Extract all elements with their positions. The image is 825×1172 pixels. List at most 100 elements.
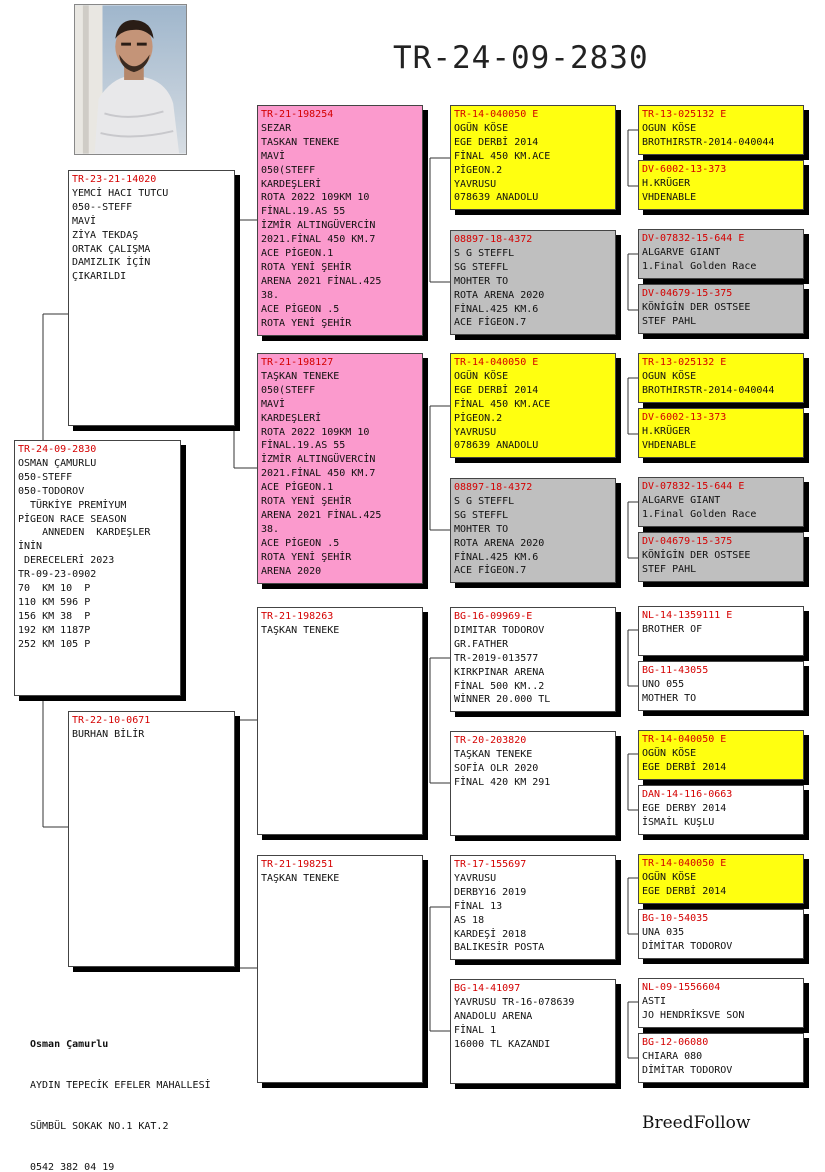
card-line: EGE DERBY 2014 (642, 802, 727, 814)
card-line: ALGARVE GIANT (642, 246, 721, 258)
ring-number: TR-21-198254 (261, 109, 334, 120)
ring-number: TR-20-203820 (454, 735, 527, 746)
card-line: 050-STEFF (18, 471, 73, 483)
card-line: TR-09-23-0902 (18, 569, 97, 581)
ring-number: TR-14-040050 E (454, 357, 539, 368)
ring-number: TR-14-040050 E (454, 109, 539, 120)
card-line: MOHTER TO (454, 523, 509, 535)
ring-number: TR-14-040050 E (642, 858, 727, 869)
card-line: ZİYA TEKDAŞ (72, 229, 139, 241)
card-line: FİNAL 450 KM.ACE (454, 398, 551, 410)
card-line: YAVRUSU (454, 178, 497, 190)
card-line: ROTA YENİ ŞEHİR (261, 551, 352, 563)
card-line: MOTHER TO (642, 692, 697, 704)
ring-number: DV-6002-13-373 (642, 412, 727, 423)
card-line: S G STEFFL (454, 495, 515, 507)
card-line: EGE DERBİ 2014 (454, 384, 539, 396)
card-line: OGUN KÖSE (642, 370, 697, 382)
card-line: YAVRUSU (454, 426, 497, 438)
card-line: DİMİTAR TODOROV (642, 1064, 733, 1076)
card-line: DIMITAR TODOROV (454, 624, 545, 636)
card-line: VHDENABLE (642, 191, 697, 203)
ring-number: DV-04679-15-375 (642, 288, 733, 299)
card-line: PİGEON.2 (454, 164, 503, 176)
card-line: DAMIZLIK İÇİN (72, 257, 151, 269)
owner-info: Osman Çamurlu AYDIN TEPECİK EFELER MAHAL… (30, 1011, 211, 1172)
card-line: FİNAL 1 (454, 1024, 497, 1036)
card-line: OGÜN KÖSE (642, 871, 697, 883)
card-line: 2021.FİNAL 450 KM.7 (261, 468, 376, 480)
owner-phone: 0542 382 04 19 (30, 1161, 115, 1172)
card-line: BURHAN BİLİR (72, 728, 145, 740)
ring-number: NL-09-1556604 (642, 982, 721, 993)
card-line: 110 KM 596 P (18, 596, 91, 608)
card-line: TAŞKAN TENEKE (261, 872, 340, 884)
card-line: TR-2019-013577 (454, 652, 539, 664)
card-line: FİNAL.19.AS 55 (261, 440, 346, 452)
ring-number: DV-6002-13-373 (642, 164, 727, 175)
card-line: 16000 TL KAZANDI (454, 1038, 551, 1050)
card-line: STEF PAHL (642, 563, 697, 575)
card-line: FİNAL 420 KM 291 (454, 776, 551, 788)
card-line: DERBY16 2019 (454, 886, 527, 898)
ring-number: BG-12-06080 (642, 1037, 709, 1048)
card-line: 192 KM 1187P (18, 624, 91, 636)
card-line: CHIARA 080 (642, 1050, 703, 1062)
ring-number: TR-21-198251 (261, 859, 334, 870)
card-line: MAVİ (72, 215, 97, 227)
card-line: OGUN KÖSE (642, 122, 697, 134)
ring-number: DV-04679-15-375 (642, 536, 733, 547)
card-line: ÇIKARILDI (72, 271, 127, 283)
ring-number: DV-07832-15-644 E (642, 233, 745, 244)
card-line: 050--STEFF (72, 201, 133, 213)
card-line: FİNAL 450 KM.ACE (454, 150, 551, 162)
card-line: PİGEON RACE SEASON (18, 513, 127, 525)
card-line: TASKAN TENEKE (261, 136, 340, 148)
card-line: SEZAR (261, 122, 292, 134)
card-line: AS 18 (454, 914, 485, 926)
card-line: ORTAK ÇALIŞMA (72, 243, 151, 255)
ring-number: TR-14-040050 E (642, 734, 727, 745)
card-line: OSMAN ÇAMURLU (18, 457, 97, 469)
card-line: MOHTER TO (454, 275, 509, 287)
card-line: 050-TODOROV (18, 485, 85, 497)
card-line: İZMİR ALTINGÜVERCİN (261, 454, 376, 466)
ring-number: TR-17-155697 (454, 859, 527, 870)
card-line: MAVİ (261, 398, 286, 410)
card-line: BROTHER OF (642, 623, 703, 635)
card-line: TAŞKAN TENEKE (454, 748, 533, 760)
card-line: BROTHIRSTR-2014-040044 (642, 384, 775, 396)
ring-number: BG-16-09969-E (454, 611, 533, 622)
card-line: ACE FİGEON.7 (454, 317, 527, 329)
card-line: ANNEDEN KARDEŞLER (18, 527, 151, 539)
owner-address-line: SÜMBÜL SOKAK NO.1 KAT.2 (30, 1120, 169, 1132)
card-line: KÖNİGİN DER OSTSEE (642, 549, 751, 561)
card-line: DERECELERİ 2023 (18, 555, 115, 567)
ring-number: 08897-18-4372 (454, 234, 533, 245)
card-line: H.KRÜGER (642, 177, 691, 189)
card-line: ALGARVE GIANT (642, 494, 721, 506)
card-line: OGÜN KÖSE (454, 370, 509, 382)
card-line: ACE PİGEON.1 (261, 248, 334, 260)
card-line: İSMAİL KUŞLU (642, 816, 715, 828)
card-line: UNO 055 (642, 678, 685, 690)
card-line: TAŞKAN TENEKE (261, 370, 340, 382)
ring-number: TR-13-025132 E (642, 109, 727, 120)
card-line: 2021.FİNAL 450 KM.7 (261, 234, 376, 246)
ring-number: DAN-14-116-0663 (642, 789, 733, 800)
card-line: BALIKESİR POSTA (454, 942, 545, 954)
card-line: ROTA 2022 109KM 10 (261, 426, 370, 438)
card-line: BROTHIRSTR-2014-040044 (642, 136, 775, 148)
